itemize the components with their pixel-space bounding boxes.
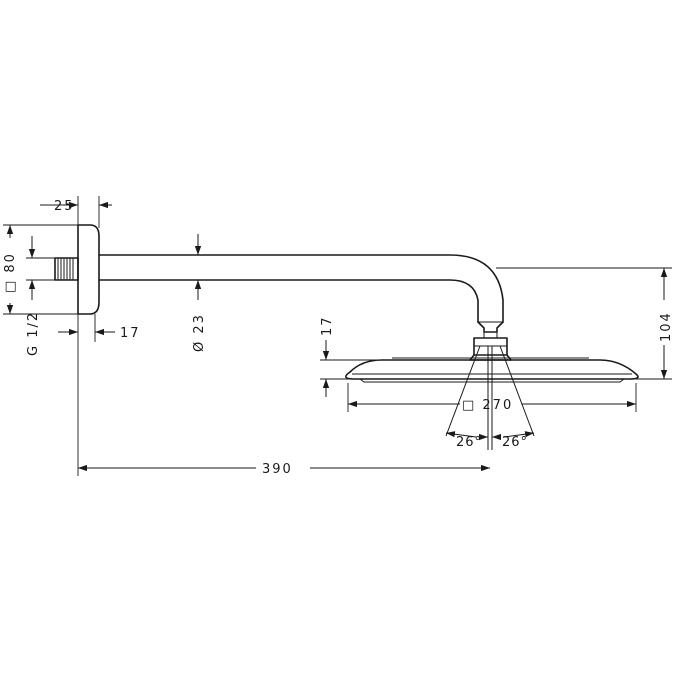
thread-connector — [54, 257, 79, 281]
label-arm-diameter: Ø 23 — [192, 313, 207, 352]
spray-angle-lines — [445, 345, 535, 450]
label-total-height: 104 — [659, 311, 674, 342]
label-angle-right: 26° — [502, 435, 528, 450]
label-thread: G 1/2 — [26, 311, 41, 356]
dim-head-size — [347, 383, 637, 412]
dim-head-height — [320, 340, 382, 397]
label-flange-depth: 25 — [54, 199, 75, 214]
dim-wall-offset — [58, 314, 115, 476]
dim-thread — [26, 236, 55, 300]
dim-total-height — [496, 267, 672, 380]
dim-flange-depth — [40, 196, 112, 228]
label-flange-size: □ 80 — [3, 252, 18, 293]
label-head-height: 17 — [320, 315, 335, 336]
label-wall-offset: 17 — [120, 326, 141, 341]
dim-spray-angles — [445, 431, 535, 441]
dim-flange-size — [3, 224, 78, 315]
label-arm-length: 390 — [262, 462, 293, 477]
wall-flange — [77, 224, 100, 315]
label-angle-left: 26° — [456, 435, 482, 450]
shower-arm — [98, 254, 504, 333]
label-head-size: □ 270 — [462, 398, 513, 413]
